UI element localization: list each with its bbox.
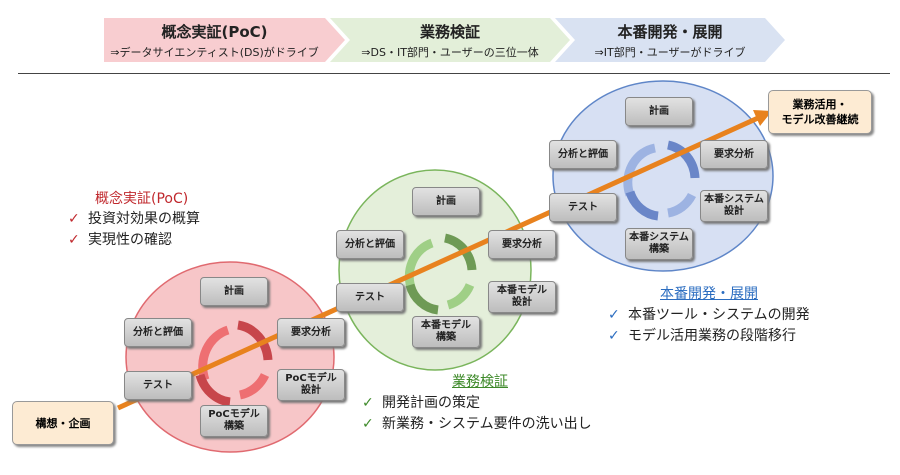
phase-subtitle: ⇒データサイエンティスト(DS)がドライブ bbox=[110, 46, 319, 59]
biz-circle bbox=[338, 169, 532, 371]
phase-title: 本番開発・展開 bbox=[617, 23, 723, 41]
poc-note-item: ✓ 投資対効果の概算 bbox=[68, 208, 200, 228]
note-text: 投資対効果の概算 bbox=[88, 211, 200, 227]
poc-note-item: ✓ 実現性の確認 bbox=[68, 229, 172, 249]
step-build: 本番システム 構築 bbox=[625, 228, 693, 260]
poc-note-title: 概念実証(PoC) bbox=[95, 191, 189, 207]
step-design: 本番システム 設計 bbox=[700, 190, 768, 222]
check-icon: ✓ bbox=[68, 211, 80, 227]
phase-subtitle: ⇒IT部門・ユーザーがドライブ bbox=[594, 46, 746, 59]
step-test: テスト bbox=[336, 283, 404, 312]
prod-note-item: ✓ モデル活用業務の段階移行 bbox=[608, 325, 796, 345]
prod-note-item: ✓ 本番ツール・システムの開発 bbox=[608, 304, 810, 324]
poc-cycle-arrows bbox=[195, 320, 273, 407]
note-text: 新業務・システム要件の洗い出し bbox=[382, 416, 592, 432]
phase-poc: 概念実証(PoC) ⇒データサイエンティスト(DS)がドライブ bbox=[104, 18, 325, 62]
step-requirements: 要求分析 bbox=[700, 140, 768, 169]
note-text: 本番ツール・システムの開発 bbox=[628, 307, 810, 323]
phase-title: 業務検証 bbox=[419, 23, 480, 41]
biz-note-title: 業務検証 bbox=[452, 374, 508, 390]
phase-arrow-prod bbox=[555, 18, 785, 62]
phase-subtitle: ⇒DS・IT部門・ユーザーの三位一体 bbox=[361, 46, 539, 59]
progress-arrow bbox=[116, 115, 760, 411]
step-design: PoCモデル 設計 bbox=[277, 369, 345, 401]
step-analyze: 分析と評価 bbox=[336, 230, 404, 259]
step-plan: 計画 bbox=[625, 97, 693, 126]
progress-arrowhead bbox=[753, 110, 772, 126]
check-icon: ✓ bbox=[362, 416, 374, 432]
biz-note-item: ✓ 開発計画の策定 bbox=[362, 392, 480, 412]
step-requirements: 要求分析 bbox=[277, 318, 345, 347]
phase-arrow-biz bbox=[330, 18, 570, 62]
step-plan: 計画 bbox=[200, 277, 268, 306]
step-build: 本番モデル 構築 bbox=[412, 316, 480, 348]
check-icon: ✓ bbox=[608, 307, 620, 323]
check-icon: ✓ bbox=[68, 232, 80, 248]
step-design: 本番モデル 設計 bbox=[488, 281, 556, 313]
start-box: 構想・企画 bbox=[12, 401, 114, 445]
note-text: 開発計画の策定 bbox=[382, 395, 480, 411]
divider bbox=[18, 73, 890, 74]
step-requirements: 要求分析 bbox=[488, 230, 556, 259]
check-icon: ✓ bbox=[362, 395, 374, 411]
step-test: テスト bbox=[124, 371, 192, 400]
goal-box: 業務活用・ モデル改善継続 bbox=[768, 90, 872, 134]
step-analyze: 分析と評価 bbox=[124, 318, 192, 347]
biz-note-item: ✓ 新業務・システム要件の洗い出し bbox=[362, 413, 592, 433]
note-text: 実現性の確認 bbox=[88, 232, 172, 248]
phase-prod: 本番開発・展開 ⇒IT部門・ユーザーがドライブ bbox=[575, 18, 765, 62]
prod-circle bbox=[552, 80, 774, 272]
step-build: PoCモデル 構築 bbox=[200, 405, 268, 437]
step-plan: 計画 bbox=[412, 187, 480, 216]
check-icon: ✓ bbox=[608, 328, 620, 344]
prod-cycle-arrows bbox=[623, 140, 700, 221]
step-analyze: 分析と評価 bbox=[549, 140, 617, 169]
prod-note-title: 本番開発・展開 bbox=[660, 286, 758, 302]
phase-title: 概念実証(PoC) bbox=[161, 23, 268, 41]
phase-arrow-poc bbox=[104, 18, 345, 62]
step-test: テスト bbox=[549, 193, 617, 222]
note-text: モデル活用業務の段階移行 bbox=[628, 328, 796, 344]
phase-biz: 業務検証 ⇒DS・IT部門・ユーザーの三位一体 bbox=[350, 18, 550, 62]
